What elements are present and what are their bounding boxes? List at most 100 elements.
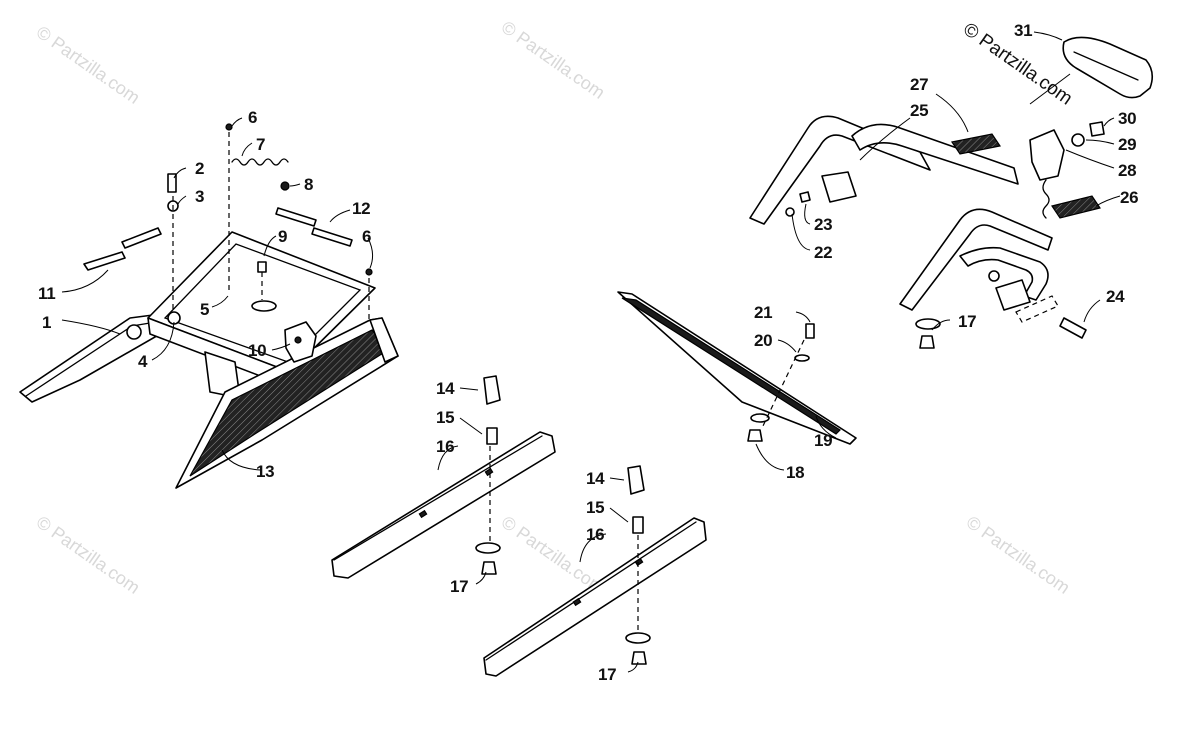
reflector-12b xyxy=(311,227,353,247)
pin-6-top xyxy=(225,123,233,131)
mount-plate-right xyxy=(995,279,1031,311)
callout-label: 9 xyxy=(278,227,287,246)
callout-label: 10 xyxy=(248,341,266,360)
snow-flap-dark-edge xyxy=(621,297,841,435)
right-rail-front xyxy=(369,317,399,363)
callout-label: 16 xyxy=(586,525,604,544)
callout-label: 29 xyxy=(1118,135,1136,154)
bracket-hole xyxy=(294,336,302,344)
screw-9 xyxy=(257,261,267,273)
washer-20 xyxy=(794,354,810,362)
skid-rail-assembly-upper xyxy=(331,375,556,579)
callout-label: 19 xyxy=(814,431,832,450)
callout-label: 15 xyxy=(586,498,604,517)
callout-labels: 1 2 3 4 5 6 6 7 8 9 10 11 12 13 14 15 16… xyxy=(38,21,1139,684)
callout-label: 27 xyxy=(910,75,928,94)
callout-label: 5 xyxy=(200,300,209,319)
clip-washer xyxy=(750,413,770,423)
nut-8 xyxy=(280,181,290,191)
callout-label: 17 xyxy=(598,665,616,684)
rear-bumper-assembly xyxy=(749,36,1154,349)
callout-label: 18 xyxy=(786,463,804,482)
callout-label: 4 xyxy=(138,352,148,371)
align-line xyxy=(761,339,805,429)
reflector-11a xyxy=(83,251,126,271)
mount-plate xyxy=(821,171,857,203)
rail-hole xyxy=(126,324,142,340)
reflector-12a xyxy=(275,207,317,227)
screw-21 xyxy=(805,323,815,339)
decal-26 xyxy=(1051,195,1101,219)
nut-22 xyxy=(785,207,795,217)
rail-slot xyxy=(634,557,644,567)
reflector-11b xyxy=(121,227,162,249)
clip-washer xyxy=(475,542,501,554)
snow-flap-assembly xyxy=(617,291,857,445)
callout-label: 17 xyxy=(450,577,468,596)
callout-label: 1 xyxy=(42,313,51,332)
callout-label: 24 xyxy=(1106,287,1125,306)
watermark: © Partzilla.com xyxy=(498,17,609,103)
watermark: © Partzilla.com xyxy=(963,512,1074,598)
rail-slot xyxy=(572,597,582,607)
callout-label: 14 xyxy=(436,379,455,398)
callout-label: 6 xyxy=(248,108,257,127)
bolt-15 xyxy=(632,516,644,534)
bolt-15 xyxy=(486,427,498,445)
callout-label: 31 xyxy=(1014,21,1032,40)
skid-rail-16 xyxy=(483,517,707,677)
grab-handle-31 xyxy=(1062,36,1154,99)
rail-slot xyxy=(418,509,428,519)
callout-label: 12 xyxy=(352,199,370,218)
leader-lines xyxy=(61,31,1121,673)
hitch-28 xyxy=(1029,129,1065,181)
nut-17 xyxy=(988,270,1000,282)
callout-label: 13 xyxy=(256,462,274,481)
rack-frame-assembly xyxy=(19,123,399,489)
callout-label: 23 xyxy=(814,215,832,234)
callout-label: 11 xyxy=(38,284,55,303)
callout-label: 8 xyxy=(304,175,313,194)
watermark: © Partzilla.com xyxy=(33,22,144,108)
callout-label: 25 xyxy=(910,101,928,120)
callout-label: 17 xyxy=(958,312,976,331)
callout-label: 7 xyxy=(256,135,265,154)
reflector-strip xyxy=(1015,295,1059,323)
decal-27 xyxy=(951,133,1001,155)
grab-handle-inner xyxy=(1073,51,1139,81)
callout-label: 2 xyxy=(195,159,204,178)
callout-label: 20 xyxy=(754,331,772,350)
callout-label: 6 xyxy=(362,227,371,246)
clip-5 xyxy=(251,300,277,312)
spacer-14 xyxy=(627,465,645,495)
callout-label: 28 xyxy=(1118,161,1136,180)
bolt-2 xyxy=(167,173,177,193)
skid-rail-top xyxy=(485,521,697,661)
nut-17 xyxy=(631,651,647,665)
callout-label: 14 xyxy=(586,469,605,488)
callout-label: 3 xyxy=(195,187,204,206)
nut-18 xyxy=(747,429,763,442)
tether-line xyxy=(1029,73,1071,105)
callout-label: 15 xyxy=(436,408,454,427)
callout-label: 22 xyxy=(814,243,832,262)
callout-label: 26 xyxy=(1120,188,1138,207)
nut-17 xyxy=(481,561,497,575)
callout-label: 16 xyxy=(436,437,454,456)
bumper-tube-right xyxy=(899,208,1053,311)
skid-rail-assembly-lower xyxy=(483,465,707,677)
nut-30 xyxy=(1089,121,1105,137)
callout-label: 21 xyxy=(754,303,772,322)
spacer-14 xyxy=(483,375,501,405)
clip-washer xyxy=(915,318,941,330)
bumper-crossbar xyxy=(851,123,1019,185)
skid-rail-16 xyxy=(331,431,556,579)
hitch-chain xyxy=(1042,179,1050,219)
bolt-23 xyxy=(799,191,811,203)
callout-label: 30 xyxy=(1118,109,1136,128)
clip-washer xyxy=(625,632,651,644)
pin-6-right xyxy=(365,268,373,276)
frame-inner xyxy=(163,243,362,363)
washer-29 xyxy=(1071,133,1085,147)
